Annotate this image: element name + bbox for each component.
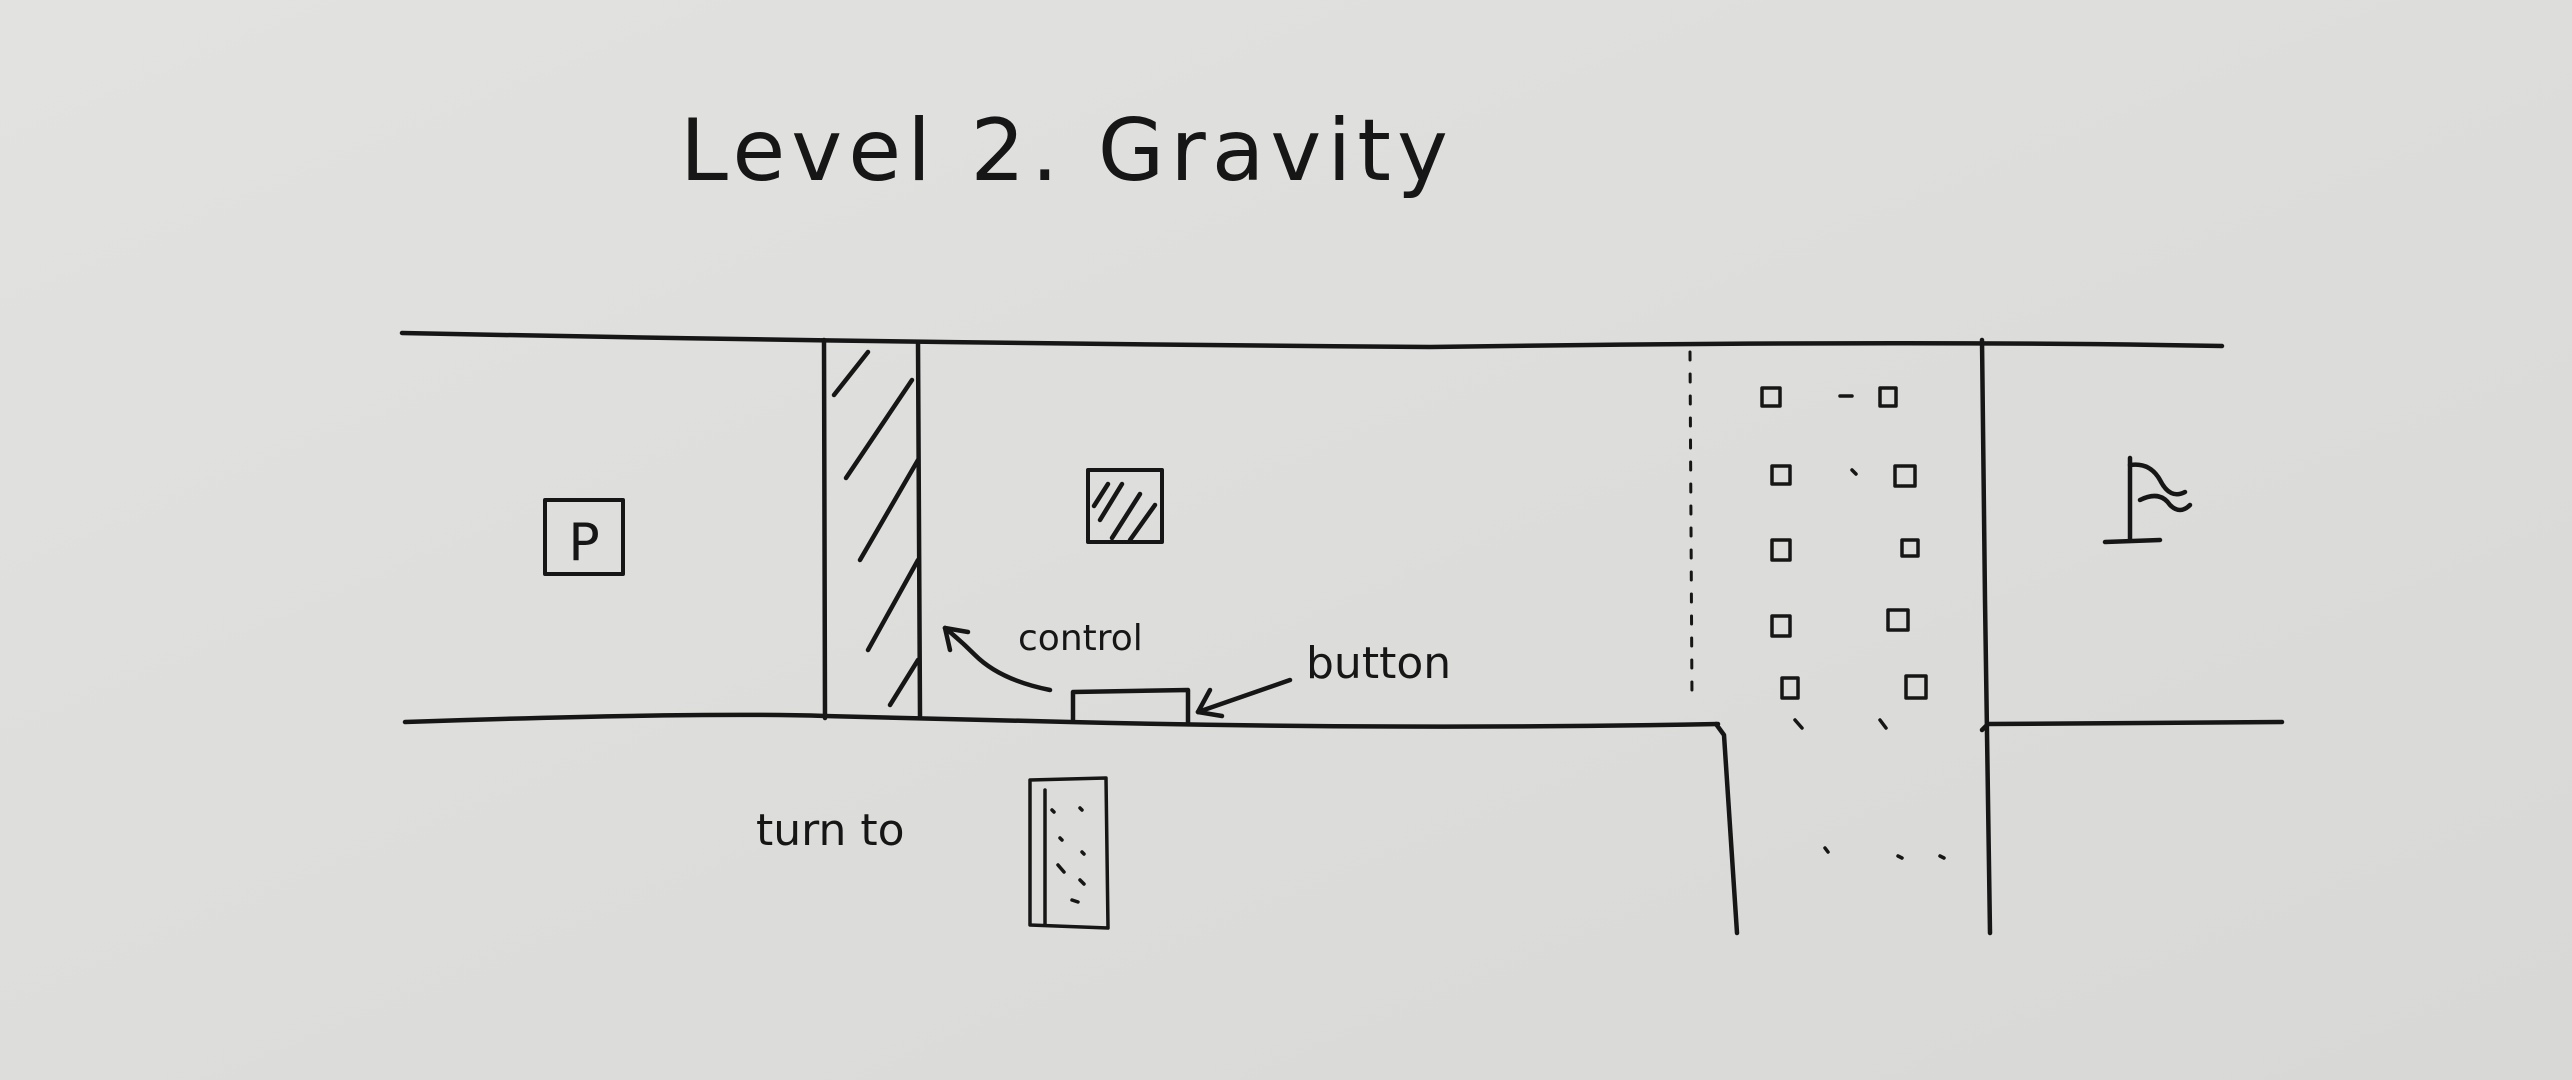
dotted-block-icon bbox=[1028, 776, 1110, 930]
pit-left-wall bbox=[1713, 721, 1740, 936]
control-arrow bbox=[942, 625, 1053, 693]
gravity-block-icon bbox=[1086, 468, 1164, 544]
floor-line-left bbox=[402, 712, 1721, 729]
falling-blocks-icon bbox=[1760, 386, 1946, 860]
pit-left-dashed-wall bbox=[1688, 350, 1694, 702]
pit-right-wall bbox=[1979, 337, 1993, 936]
button-label: button bbox=[1306, 638, 1451, 689]
floor-line-right bbox=[1979, 719, 2285, 733]
goal-flag-icon bbox=[2102, 455, 2193, 545]
level-title: Level 2. Gravity bbox=[680, 101, 1454, 201]
control-label: control bbox=[1018, 618, 1143, 659]
control-wall bbox=[821, 337, 923, 721]
player-block-icon bbox=[543, 498, 625, 576]
turn-to-label: turn to bbox=[756, 805, 905, 856]
button-arrow bbox=[1195, 677, 1293, 719]
player-label: P bbox=[568, 513, 599, 573]
floor-button bbox=[1070, 687, 1191, 727]
